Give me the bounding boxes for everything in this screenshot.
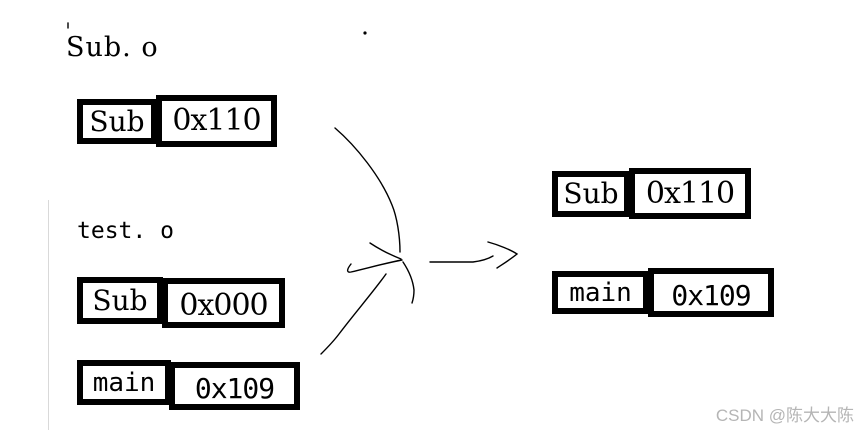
symbol-address-box: 0x110 [156, 95, 277, 147]
symbol-name-box: main [552, 271, 649, 314]
curve-from-main-box [320, 273, 387, 355]
symbol-name-label: main [92, 367, 156, 398]
symbol-address-box: 0x109 [169, 362, 300, 410]
symbol-name-label: main [569, 277, 632, 308]
symbol-name-label: Sub [92, 283, 148, 317]
symbol-name-box: main [77, 360, 171, 405]
knot-stroke-down-right [402, 261, 415, 304]
arrow-shaft [429, 255, 494, 263]
knot-stroke-upper-left [369, 242, 402, 260]
symbol-name-box: Sub [77, 277, 163, 324]
symbol-address-label: 0x000 [179, 288, 268, 323]
symbol-address-label: 0x110 [645, 175, 735, 211]
symbol-address-box: 0x110 [629, 168, 751, 219]
symbol-address-box: 0x000 [162, 278, 285, 328]
symbol-address-label: 0x109 [194, 372, 275, 405]
symbol-name-label: Sub [563, 177, 619, 210]
arrow-head [487, 241, 519, 269]
file-title-sub-o: Sub. o [66, 32, 159, 63]
symbol-name-box: Sub [552, 171, 630, 217]
left-margin-line [48, 200, 49, 430]
file-title-test-o: test. o [77, 218, 174, 244]
symbol-address-label: 0x109 [671, 278, 751, 312]
knot-stroke-left-hook [346, 259, 403, 273]
symbol-address-box: 0x109 [648, 268, 774, 317]
symbol-address-label: 0x110 [172, 103, 261, 138]
symbol-name-label: Sub [89, 104, 145, 138]
stray-dot [363, 31, 367, 35]
csdn-watermark: CSDN @陈大大陈 [715, 406, 854, 425]
symbol-name-box: Sub [77, 99, 157, 144]
curve-from-sub-o-box [334, 127, 401, 253]
